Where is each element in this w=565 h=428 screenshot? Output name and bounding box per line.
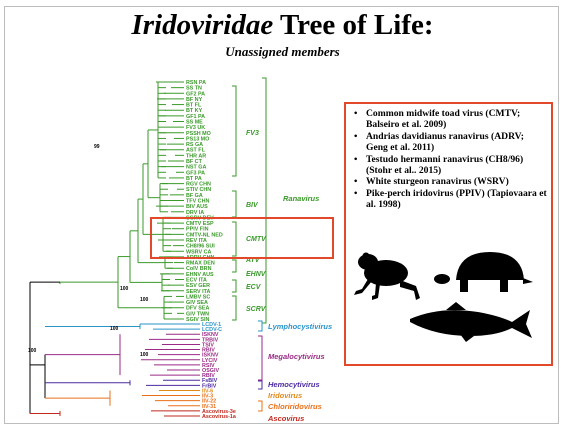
fish-icon [410, 302, 532, 342]
frog-icon [354, 253, 420, 301]
turtle-icon [434, 252, 533, 292]
